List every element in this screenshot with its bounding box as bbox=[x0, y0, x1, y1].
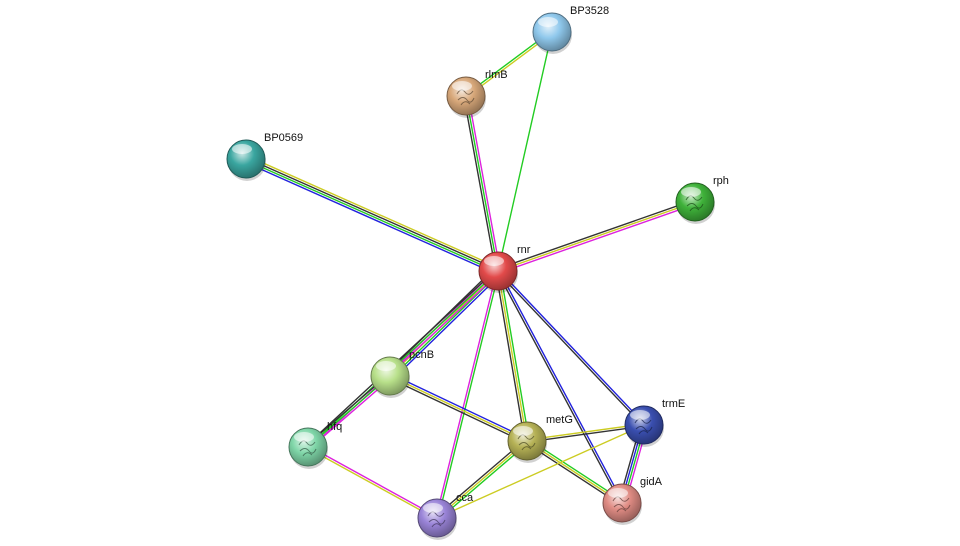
edge-rnr-rlmB[interactable] bbox=[463, 94, 501, 273]
edge-evidence-line bbox=[390, 373, 529, 440]
edge-evidence-line bbox=[497, 201, 696, 272]
protein-structure-icon bbox=[685, 195, 704, 212]
edge-evidence-line bbox=[434, 438, 527, 518]
edge-rnr-metG[interactable] bbox=[495, 269, 530, 443]
edge-evidence-line bbox=[497, 270, 528, 442]
node-label-rlmB: rlmB bbox=[485, 69, 508, 81]
node-BP0569[interactable]: BP0569 bbox=[226, 132, 303, 181]
edge-evidence-line bbox=[526, 425, 645, 443]
edge-evidence-line bbox=[463, 95, 497, 273]
edge-evidence-line bbox=[496, 270, 622, 505]
node-highlight bbox=[232, 144, 252, 154]
node-pcnB[interactable]: pcnB bbox=[370, 349, 434, 398]
edge-evidence-line bbox=[436, 424, 645, 519]
edge-evidence-line bbox=[495, 270, 526, 443]
nodes-layer: rnr BP3528 rlmB BP0569 rph pcnB hfq metG trmE gid… bbox=[226, 5, 729, 540]
node-label-gidA: gidA bbox=[640, 476, 663, 488]
edge-evidence-line bbox=[305, 268, 498, 447]
protein-structure-icon bbox=[612, 496, 631, 513]
edge-evidence-line bbox=[306, 447, 438, 520]
edge-evidence-line bbox=[498, 269, 624, 504]
edge-evidence-line bbox=[243, 161, 498, 275]
edge-evidence-line bbox=[307, 270, 499, 448]
node-rph[interactable]: rph bbox=[675, 175, 729, 224]
edge-rnr-gidA[interactable] bbox=[496, 269, 624, 505]
edge-evidence-line bbox=[392, 273, 502, 380]
protein-structure-icon bbox=[298, 440, 317, 457]
node-BP3528[interactable]: BP3528 bbox=[532, 5, 609, 54]
edge-hfq-cca[interactable] bbox=[306, 445, 439, 520]
node-label-cca: cca bbox=[456, 492, 474, 504]
edge-evidence-line bbox=[498, 269, 646, 425]
node-rlmB[interactable]: rlmB bbox=[446, 69, 508, 118]
node-cca[interactable]: cca bbox=[417, 492, 474, 540]
node-label-metG: metG bbox=[546, 414, 573, 426]
edge-evidence-line bbox=[497, 31, 553, 272]
edge-evidence-line bbox=[498, 203, 697, 274]
protein-structure-icon bbox=[456, 89, 475, 106]
node-label-rnr: rnr bbox=[517, 244, 531, 256]
protein-structure-icon bbox=[517, 434, 536, 451]
edge-rnr-hfq[interactable] bbox=[305, 268, 501, 450]
edge-rnr-cca[interactable] bbox=[435, 270, 500, 519]
node-label-hfq: hfq bbox=[327, 421, 342, 433]
edge-evidence-line bbox=[467, 94, 501, 272]
edge-evidence-line bbox=[437, 270, 500, 519]
node-label-BP3528: BP3528 bbox=[570, 5, 609, 17]
edge-evidence-line bbox=[389, 375, 528, 442]
node-highlight bbox=[376, 361, 396, 371]
edge-evidence-line bbox=[465, 95, 499, 272]
node-highlight bbox=[452, 81, 472, 91]
edge-evidence-line bbox=[244, 159, 499, 273]
edge-evidence-line bbox=[307, 445, 439, 518]
edge-evidence-line bbox=[496, 199, 695, 270]
edge-evidence-line bbox=[388, 377, 527, 444]
node-metG[interactable]: metG bbox=[507, 414, 573, 463]
node-highlight bbox=[608, 488, 628, 498]
node-highlight bbox=[538, 17, 558, 27]
node-gidA[interactable]: gidA bbox=[602, 476, 663, 525]
edge-metG-trmE[interactable] bbox=[526, 423, 645, 443]
edge-evidence-line bbox=[245, 157, 500, 271]
node-highlight bbox=[484, 256, 504, 266]
edge-evidence-line bbox=[437, 441, 530, 521]
edge-rnr-BP0569[interactable] bbox=[243, 155, 501, 275]
node-label-pcnB: pcnB bbox=[409, 349, 434, 361]
edge-evidence-line bbox=[308, 271, 501, 450]
edge-rnr-rph[interactable] bbox=[496, 199, 697, 274]
node-rnr[interactable]: rnr bbox=[478, 244, 531, 293]
protein-structure-icon bbox=[427, 511, 446, 528]
edge-evidence-line bbox=[496, 271, 644, 427]
edge-evidence-line bbox=[246, 155, 501, 269]
edge-evidence-line bbox=[499, 269, 530, 442]
node-highlight bbox=[294, 432, 314, 442]
edges-layer bbox=[243, 30, 697, 521]
node-hfq[interactable]: hfq bbox=[288, 421, 342, 469]
edge-rnr-BP3528[interactable] bbox=[497, 31, 553, 272]
node-highlight bbox=[681, 187, 701, 197]
edge-trmE-cca[interactable] bbox=[436, 424, 645, 519]
node-label-rph: rph bbox=[713, 175, 729, 187]
protein-structure-icon bbox=[634, 418, 653, 435]
edge-rnr-trmE[interactable] bbox=[496, 269, 646, 427]
edge-pcnB-metG[interactable] bbox=[388, 373, 529, 444]
node-highlight bbox=[630, 410, 650, 420]
node-label-BP0569: BP0569 bbox=[264, 132, 303, 144]
node-highlight bbox=[423, 503, 443, 513]
edge-evidence-line bbox=[435, 270, 498, 519]
edge-metG-cca[interactable] bbox=[434, 438, 530, 521]
node-highlight bbox=[513, 426, 533, 436]
edge-evidence-line bbox=[436, 440, 528, 519]
node-trmE[interactable]: trmE bbox=[624, 398, 685, 447]
edge-evidence-line bbox=[526, 423, 645, 441]
node-label-trmE: trmE bbox=[662, 398, 685, 410]
